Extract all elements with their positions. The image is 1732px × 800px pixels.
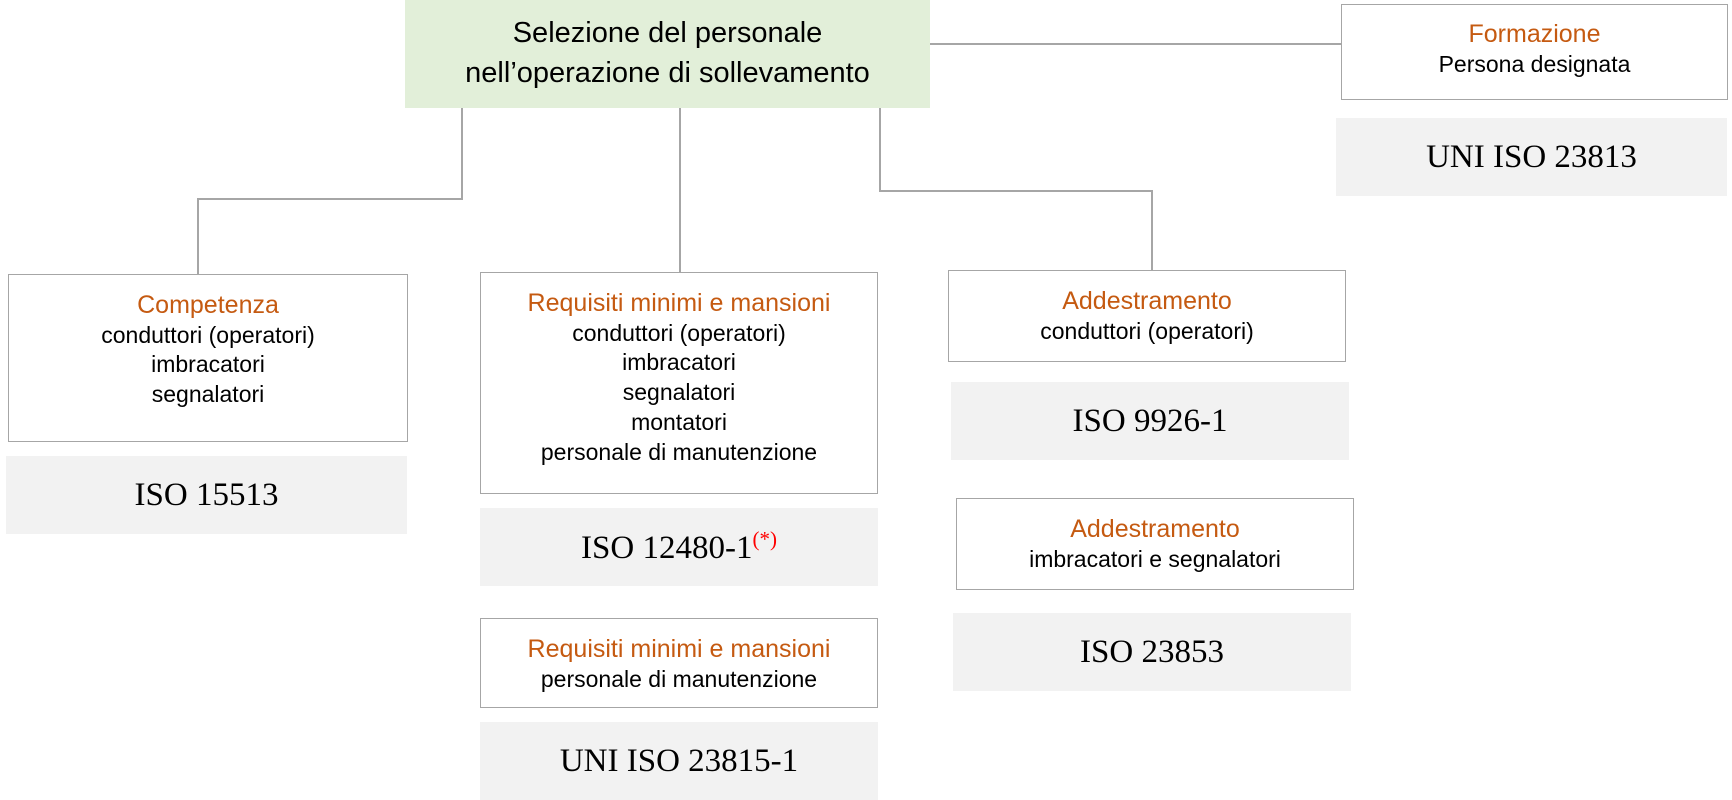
- addestramento-imbracatori-node: Addestramento imbracatori e segnalatori: [956, 498, 1354, 590]
- requisiti-manutenzione-standard-label: UNI ISO 23815-1: [559, 742, 799, 779]
- requisiti-manutenzione-node: Requisiti minimi e mansioni personale di…: [480, 618, 878, 708]
- formazione-node: Formazione Persona designata: [1341, 4, 1728, 100]
- requisiti-manutenzione-standard-node: UNI ISO 23815-1: [480, 722, 878, 800]
- connector-root-to-competenza: [197, 108, 463, 274]
- requisiti-role-4: personale di manutenzione: [540, 439, 818, 466]
- requisiti-role-1: imbracatori: [622, 349, 736, 376]
- requisiti-role-3: montatori: [631, 409, 727, 436]
- addestramento-imbracatori-standard-label: ISO 23853: [1080, 633, 1224, 670]
- formazione-standard-node: UNI ISO 23813: [1336, 118, 1727, 196]
- root-title-line2: nell’operazione di sollevamento: [465, 57, 870, 89]
- addestramento-conduttori-standard-label: ISO 9926-1: [1072, 402, 1228, 439]
- connector-root-to-addestramento: [879, 108, 1153, 270]
- competenza-role-0: conduttori (operatori): [101, 321, 315, 348]
- competenza-standard-node: ISO 15513: [6, 456, 407, 534]
- root-title-line1: Selezione del personale: [512, 17, 823, 50]
- competenza-title: Competenza: [137, 291, 279, 319]
- competenza-role-2: segnalatori: [151, 381, 265, 408]
- competenza-node: Competenza conduttori (operatori) imbrac…: [8, 274, 408, 442]
- requisiti-standard-asterisk: (*): [752, 526, 777, 551]
- requisiti-standard-text: ISO 12480-1: [581, 529, 753, 566]
- addestramento-conduttori-title: Addestramento: [1062, 287, 1232, 315]
- competenza-role-1: imbracatori: [151, 351, 265, 378]
- requisiti-standard-node: ISO 12480-1(*): [480, 508, 878, 586]
- requisiti-role-2: segnalatori: [622, 379, 736, 406]
- requisiti-node: Requisiti minimi e mansioni conduttori (…: [480, 272, 878, 494]
- requisiti-role-0: conduttori (operatori): [572, 319, 786, 346]
- addestramento-imbracatori-title: Addestramento: [1070, 515, 1240, 543]
- requisiti-manutenzione-role-0: personale di manutenzione: [540, 665, 818, 692]
- addestramento-imbracatori-standard-node: ISO 23853: [953, 613, 1351, 691]
- addestramento-conduttori-role-0: conduttori (operatori): [1040, 317, 1254, 344]
- requisiti-standard-label: ISO 12480-1(*): [581, 526, 777, 566]
- addestramento-imbracatori-role-0: imbracatori e segnalatori: [1029, 545, 1281, 572]
- formazione-standard-label: UNI ISO 23813: [1426, 138, 1637, 175]
- requisiti-manutenzione-title: Requisiti minimi e mansioni: [527, 635, 831, 663]
- root-node: Selezione del personale nell’operazione …: [405, 0, 930, 108]
- requisiti-title: Requisiti minimi e mansioni: [527, 289, 831, 317]
- formazione-title: Formazione: [1468, 20, 1601, 48]
- formazione-role-0: Persona designata: [1438, 50, 1631, 77]
- addestramento-conduttori-standard-node: ISO 9926-1: [951, 382, 1349, 460]
- addestramento-conduttori-node: Addestramento conduttori (operatori): [948, 270, 1346, 362]
- competenza-standard-label: ISO 15513: [134, 476, 279, 513]
